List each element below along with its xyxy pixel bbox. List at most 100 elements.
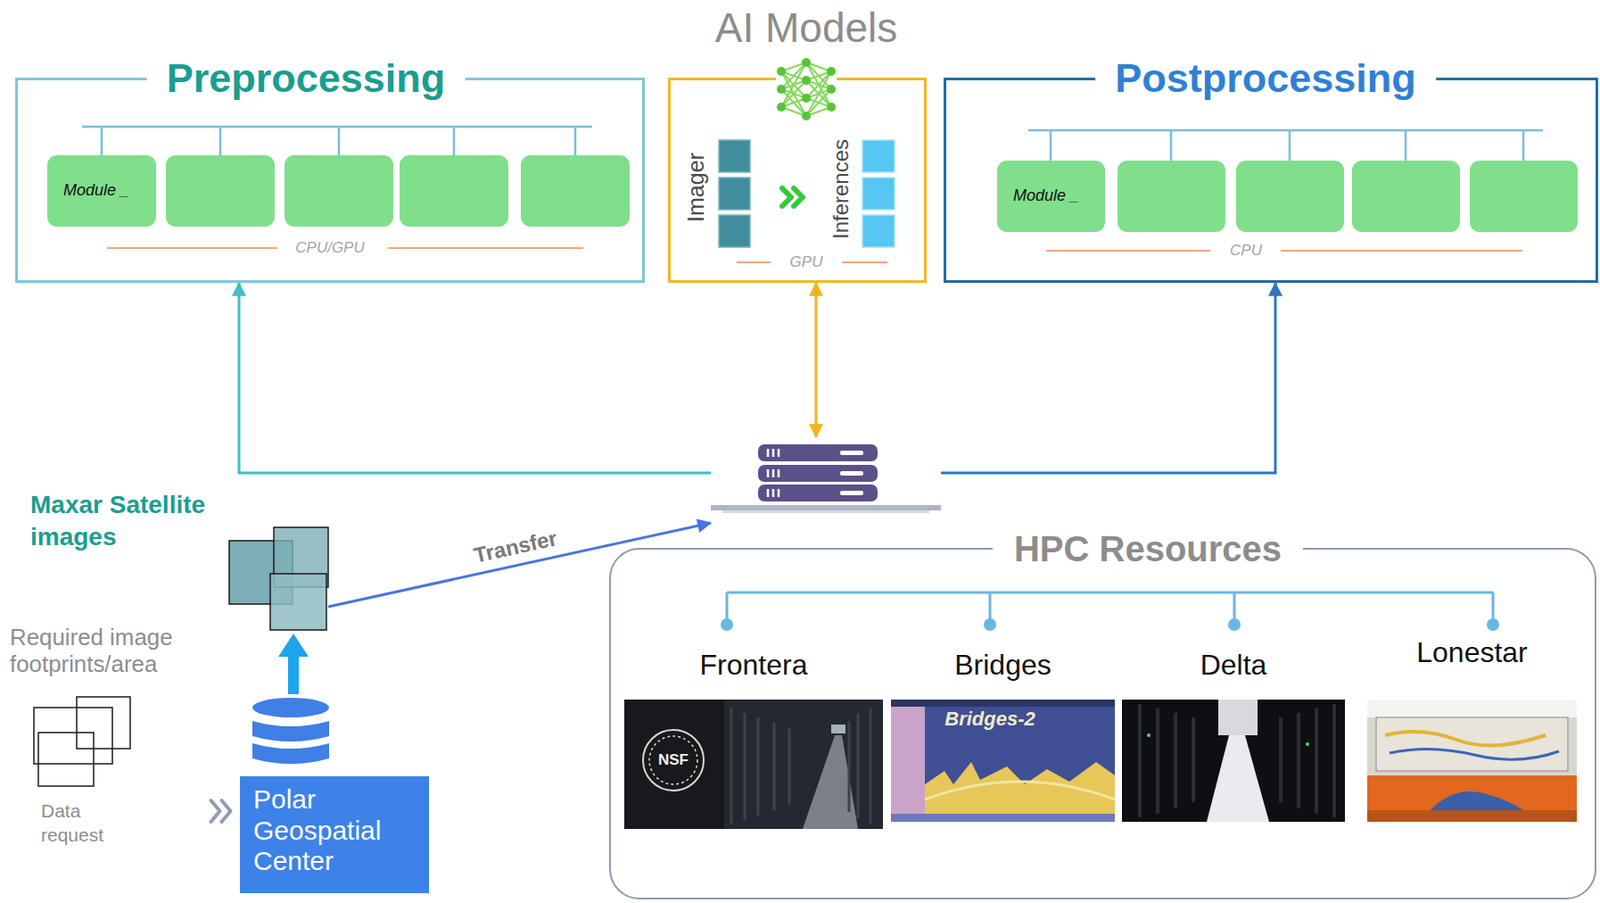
rect-shape [710, 504, 941, 511]
flow-connector [211, 800, 231, 822]
circle-shape [826, 66, 836, 76]
ellipse-shape [252, 697, 330, 718]
module-box: Module _ [997, 160, 1106, 232]
path-shape [726, 592, 1493, 625]
circle-shape [801, 93, 811, 103]
rect-shape [270, 573, 327, 630]
path-shape [82, 126, 593, 156]
path-shape [767, 488, 779, 497]
rect-shape [624, 699, 883, 829]
line-shape [806, 89, 832, 116]
path-shape [1028, 130, 1543, 161]
path-shape [1139, 703, 1335, 817]
flow-connector [328, 522, 711, 607]
rect-shape [1376, 717, 1568, 771]
photo-sign-text: Bridges-2 [944, 707, 1035, 731]
rect-shape [890, 699, 1115, 707]
system-name: Lonestar [1416, 635, 1528, 669]
circle-shape [1486, 618, 1500, 631]
rect-shape [722, 510, 930, 513]
rect-shape [758, 484, 878, 502]
rect-shape [33, 707, 113, 764]
data-center-box: Polar Geospatial Center [239, 696, 429, 893]
circle-shape [776, 102, 786, 112]
hardware-label: CPU/GPU [295, 239, 364, 257]
circle-shape [720, 618, 734, 631]
rect-shape [862, 140, 895, 173]
rect-shape [1236, 160, 1345, 232]
circle-shape [801, 111, 811, 121]
rect-shape [758, 464, 878, 482]
rect-shape [1367, 699, 1577, 822]
rect-shape [1117, 160, 1226, 232]
path-shape [1389, 748, 1559, 759]
hpc-system-graphic [1121, 699, 1345, 822]
hpc-system: Bridges [890, 647, 1115, 822]
source-heading: Maxar Satellite images [30, 488, 236, 554]
circle-shape [1228, 618, 1241, 631]
rect-shape [718, 214, 751, 248]
flow-connector [239, 282, 711, 473]
circle-shape [801, 75, 811, 85]
rect-shape [718, 140, 751, 173]
circle-shape [1305, 742, 1310, 746]
rect-shape [718, 177, 751, 210]
output-label: Inferences [829, 139, 853, 240]
circle-shape [1146, 733, 1151, 737]
server-icon [710, 437, 941, 527]
request-label: Data request [41, 798, 126, 848]
line-shape [781, 80, 807, 108]
circle-shape [643, 729, 704, 791]
rect-shape [239, 775, 429, 893]
hpc-system-graphic [1367, 699, 1577, 822]
hpc-system: Delta [1121, 647, 1345, 822]
rect-shape [1367, 775, 1577, 822]
rect-shape [38, 732, 94, 786]
rect-shape [1469, 160, 1578, 232]
rect-shape [831, 724, 846, 734]
rect-shape [840, 490, 864, 495]
circle-shape [826, 84, 836, 94]
flow-connector [278, 633, 309, 694]
rect-shape [399, 155, 509, 227]
path-shape [767, 448, 779, 457]
rect-shape [840, 450, 864, 455]
circle-shape [776, 66, 786, 76]
rect-shape [1367, 809, 1577, 822]
hardware-label: GPU [790, 253, 824, 272]
model-box: AI ModelsImagerInferencesGPU [668, 77, 927, 283]
logo-text: NSF [658, 750, 689, 769]
process-stage-box: PreprocessingCPU/GPUModule _ [15, 77, 645, 283]
circle-shape [826, 102, 836, 112]
rect-shape [1352, 160, 1460, 232]
circle-shape [983, 618, 997, 631]
server-icon-graphic [710, 437, 941, 527]
system-name: Bridges [954, 647, 1052, 682]
rect-shape [520, 155, 630, 227]
module-box: Module _ [47, 155, 157, 227]
model-box-graphic [670, 80, 924, 281]
model-box-graphic [772, 55, 841, 124]
path-shape [782, 188, 803, 207]
rect-shape [840, 470, 864, 476]
circle-shape [776, 84, 786, 94]
rect-shape [724, 699, 883, 829]
path-shape [252, 742, 330, 764]
path-shape [1385, 731, 1546, 745]
system-name: Delta [1200, 647, 1268, 682]
path-shape [252, 720, 330, 742]
circle-shape [801, 57, 811, 67]
rect-shape [890, 699, 1115, 822]
rect-shape [1367, 699, 1577, 718]
stage-heading: Preprocessing [147, 56, 466, 101]
model-heading: AI Models [715, 5, 899, 51]
hpc-system: Frontera [624, 647, 883, 829]
connector-label: Transfer [471, 526, 561, 570]
path-shape [924, 781, 1115, 800]
group-heading: HPC Resources [992, 528, 1304, 569]
image-stack: Maxar Satellite images [30, 488, 329, 631]
rect-shape [284, 155, 394, 227]
hpc-system: Lonestar [1367, 635, 1577, 822]
module-label: Module _ [1013, 186, 1080, 207]
